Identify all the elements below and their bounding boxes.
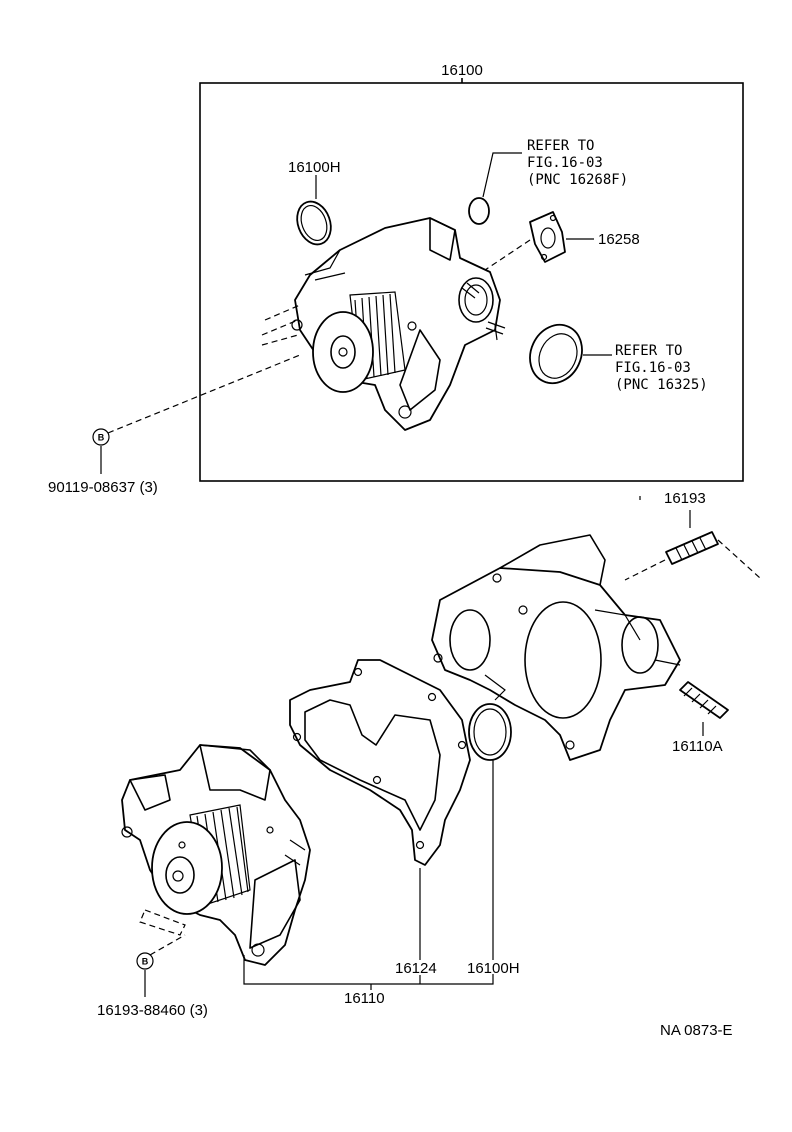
pulley-bottom (151, 821, 223, 915)
gasket-o-ring-top[interactable] (291, 197, 336, 249)
gasket-o-ring-top-inner (300, 204, 328, 242)
stud-16193[interactable] (665, 531, 719, 565)
gasket-o-ring-bottom-inner (473, 708, 507, 756)
bolt-badge-top[interactable] (92, 428, 110, 446)
label-inlet-gasket[interactable]: 16258 (598, 231, 640, 248)
label-gasket-top[interactable]: 16100H (288, 159, 341, 176)
label-stud-top[interactable]: 16193 (664, 490, 706, 507)
label-bolt-top[interactable]: 90119-08637 (3) (48, 479, 158, 496)
label-bolt-bottom[interactable]: 16193-88460 (3) (97, 1002, 208, 1019)
label-gasket-plate[interactable]: 16124 (395, 960, 437, 977)
label-pump[interactable]: 16110 (344, 990, 385, 1007)
leader-refer1 (482, 152, 522, 198)
bolt-badge-bottom-text: B (142, 957, 149, 967)
label-assembly[interactable]: 16100 (441, 62, 483, 79)
pump-body-bottom[interactable] (121, 744, 311, 966)
dash-stud-top (624, 559, 666, 581)
bracket-pump (243, 955, 494, 985)
gasket-plate[interactable] (289, 659, 471, 866)
label-refer2-line1[interactable]: REFER TO (615, 343, 682, 359)
pump-assembly-top[interactable] (261, 217, 506, 431)
dash-bolt-bottom (149, 934, 186, 956)
pulley-top (312, 311, 374, 393)
pump-housing[interactable] (431, 534, 681, 761)
figure-code: NA 0873-E (660, 1022, 733, 1039)
gasket-o-ring-bottom[interactable] (468, 703, 512, 761)
label-refer1-line1[interactable]: REFER TO (527, 138, 594, 154)
inlet-gasket[interactable] (529, 211, 566, 263)
label-stud-mid[interactable]: 16110A (672, 738, 723, 755)
label-refer1-line3[interactable]: (PNC 16268F) (527, 172, 628, 188)
assembly-frame (199, 82, 744, 482)
label-refer2-line3[interactable]: (PNC 16325) (615, 377, 708, 393)
label-refer2-line2[interactable]: FIG.16-03 (615, 360, 691, 376)
bolt-badge-top-text: B (98, 433, 105, 443)
dash-bolt-top (107, 354, 301, 434)
stud-16110a[interactable] (679, 681, 729, 719)
bolt-badge-bottom[interactable] (136, 952, 154, 970)
dash-stud-top-2 (717, 539, 761, 579)
inlet-gasket-bolt-hole-2 (540, 253, 548, 261)
inlet-gasket-bolt-hole-1 (549, 214, 557, 222)
label-refer1-line2[interactable]: FIG.16-03 (527, 155, 603, 171)
inlet-gasket-hole (540, 227, 556, 249)
dash-bolt-bottom-box (139, 909, 186, 936)
oil-seal-top[interactable] (521, 316, 592, 392)
o-ring-small-top[interactable] (468, 197, 490, 225)
oil-seal-top-inner (538, 333, 578, 379)
label-gasket-bottom[interactable]: 16100H (467, 960, 520, 977)
